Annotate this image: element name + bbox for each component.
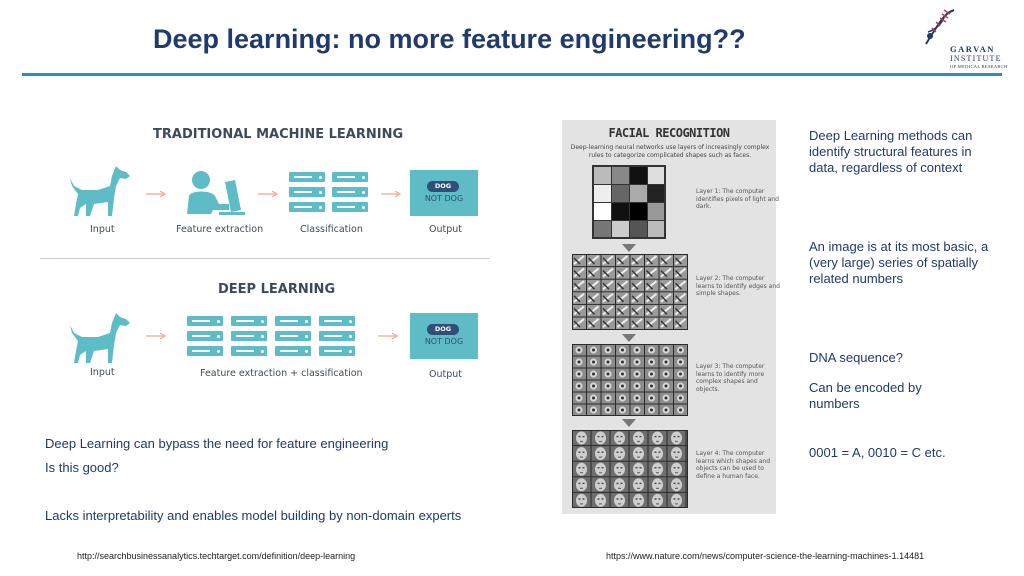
caption-feature-extraction-classification: Feature extraction + classification bbox=[200, 368, 363, 379]
layer4-face-grid bbox=[572, 430, 688, 508]
title-rule bbox=[22, 73, 1002, 76]
network-block bbox=[319, 346, 355, 356]
output-box: DOG NOT DOG bbox=[410, 313, 478, 359]
not-dog-label: NOT DOG bbox=[424, 337, 464, 346]
layer3-text: Layer 3: The computer learns to identify… bbox=[696, 363, 765, 393]
right-text-p2: An image is at its most basic, a (very l… bbox=[809, 239, 989, 286]
facial-recognition-panel: FACIAL RECOGNITION Deep-learning neural … bbox=[562, 120, 780, 514]
caption-input: Input bbox=[90, 224, 115, 235]
deep-learning-heading: DEEP LEARNING bbox=[218, 282, 336, 297]
dog-icon bbox=[70, 313, 130, 363]
classifier-block bbox=[289, 187, 325, 197]
network-block bbox=[275, 346, 311, 356]
diagram-divider bbox=[40, 258, 490, 259]
slide-title: Deep learning: no more feature engineeri… bbox=[153, 24, 746, 54]
caption-output: Output bbox=[429, 369, 462, 380]
network-block bbox=[187, 346, 223, 356]
garvan-logo: GARVAN INSTITUTE OF MEDICAL RESEARCH bbox=[918, 8, 1018, 70]
face-features bbox=[573, 431, 687, 507]
dog-icon bbox=[70, 166, 130, 216]
traditional-ml-heading: TRADITIONAL MACHINE LEARNING bbox=[153, 127, 404, 142]
network-block bbox=[231, 346, 267, 356]
shape-features bbox=[573, 345, 687, 415]
caption-classification: Classification bbox=[300, 224, 363, 235]
down-arrow-icon bbox=[622, 419, 636, 427]
source-link-left[interactable]: http://searchbusinessanalytics.techtarge… bbox=[77, 551, 356, 561]
pixel-grid bbox=[594, 167, 664, 237]
left-text-line3: Lacks interpretability and enables model… bbox=[45, 508, 462, 523]
logo-line1: GARVAN bbox=[950, 44, 995, 54]
network-block bbox=[231, 331, 267, 341]
arrow-icon bbox=[146, 191, 167, 197]
network-block bbox=[319, 331, 355, 341]
down-arrow-icon bbox=[622, 244, 636, 252]
down-arrow-icon bbox=[622, 334, 636, 342]
layer1-text: Layer 1: The computer identifies pixels … bbox=[696, 188, 779, 210]
arrow-icon bbox=[381, 191, 402, 197]
layer1-pixel-grid bbox=[592, 165, 666, 239]
layer2-edge-grid bbox=[572, 254, 688, 330]
left-text-line2: Is this good? bbox=[45, 460, 119, 475]
classifier-block bbox=[289, 172, 325, 182]
caption-feature-extraction: Feature extraction bbox=[176, 224, 264, 235]
network-block bbox=[275, 331, 311, 341]
network-block bbox=[231, 316, 267, 326]
logo-line2: INSTITUTE bbox=[950, 54, 1002, 63]
layer3-shape-grid bbox=[572, 344, 688, 416]
network-block bbox=[187, 316, 223, 326]
dog-label: DOG bbox=[427, 324, 459, 335]
left-text-line1: Deep Learning can bypass the need for fe… bbox=[45, 436, 389, 451]
right-text-p5: 0001 = A, 0010 = C etc. bbox=[809, 445, 946, 460]
source-link-right[interactable]: https://www.nature.com/news/computer-sci… bbox=[606, 551, 925, 561]
network-block bbox=[275, 316, 311, 326]
logo-line3: OF MEDICAL RESEARCH bbox=[950, 64, 1008, 69]
caption-input: Input bbox=[90, 367, 115, 378]
person-at-computer-icon bbox=[187, 171, 245, 215]
facial-title: FACIAL RECOGNITION bbox=[608, 126, 730, 140]
right-text-p1: Deep Learning methods can identify struc… bbox=[809, 128, 973, 175]
classifier-block bbox=[332, 202, 368, 212]
edge-features bbox=[573, 255, 687, 329]
classifier-block bbox=[332, 187, 368, 197]
right-text-p4: Can be encoded by numbers bbox=[809, 380, 922, 411]
arrow-icon bbox=[146, 333, 167, 339]
dna-icon bbox=[925, 9, 955, 45]
classifier-block bbox=[332, 172, 368, 182]
caption-output: Output bbox=[429, 224, 462, 235]
layer4-text: Layer 4: The computer learns which shape… bbox=[696, 450, 771, 480]
arrow-icon bbox=[258, 191, 279, 197]
classifier-block bbox=[289, 202, 325, 212]
network-block bbox=[187, 331, 223, 341]
network-block bbox=[319, 316, 355, 326]
facial-subtitle: Deep-learning neural networks use layers… bbox=[570, 144, 770, 159]
right-text-p3: DNA sequence? bbox=[809, 350, 903, 365]
dog-label: DOG bbox=[427, 181, 459, 192]
output-box: DOG NOT DOG bbox=[410, 170, 478, 216]
not-dog-label: NOT DOG bbox=[424, 194, 464, 203]
arrow-icon bbox=[378, 333, 399, 339]
layer2-text: Layer 2: The computer learns to identify… bbox=[696, 275, 780, 297]
